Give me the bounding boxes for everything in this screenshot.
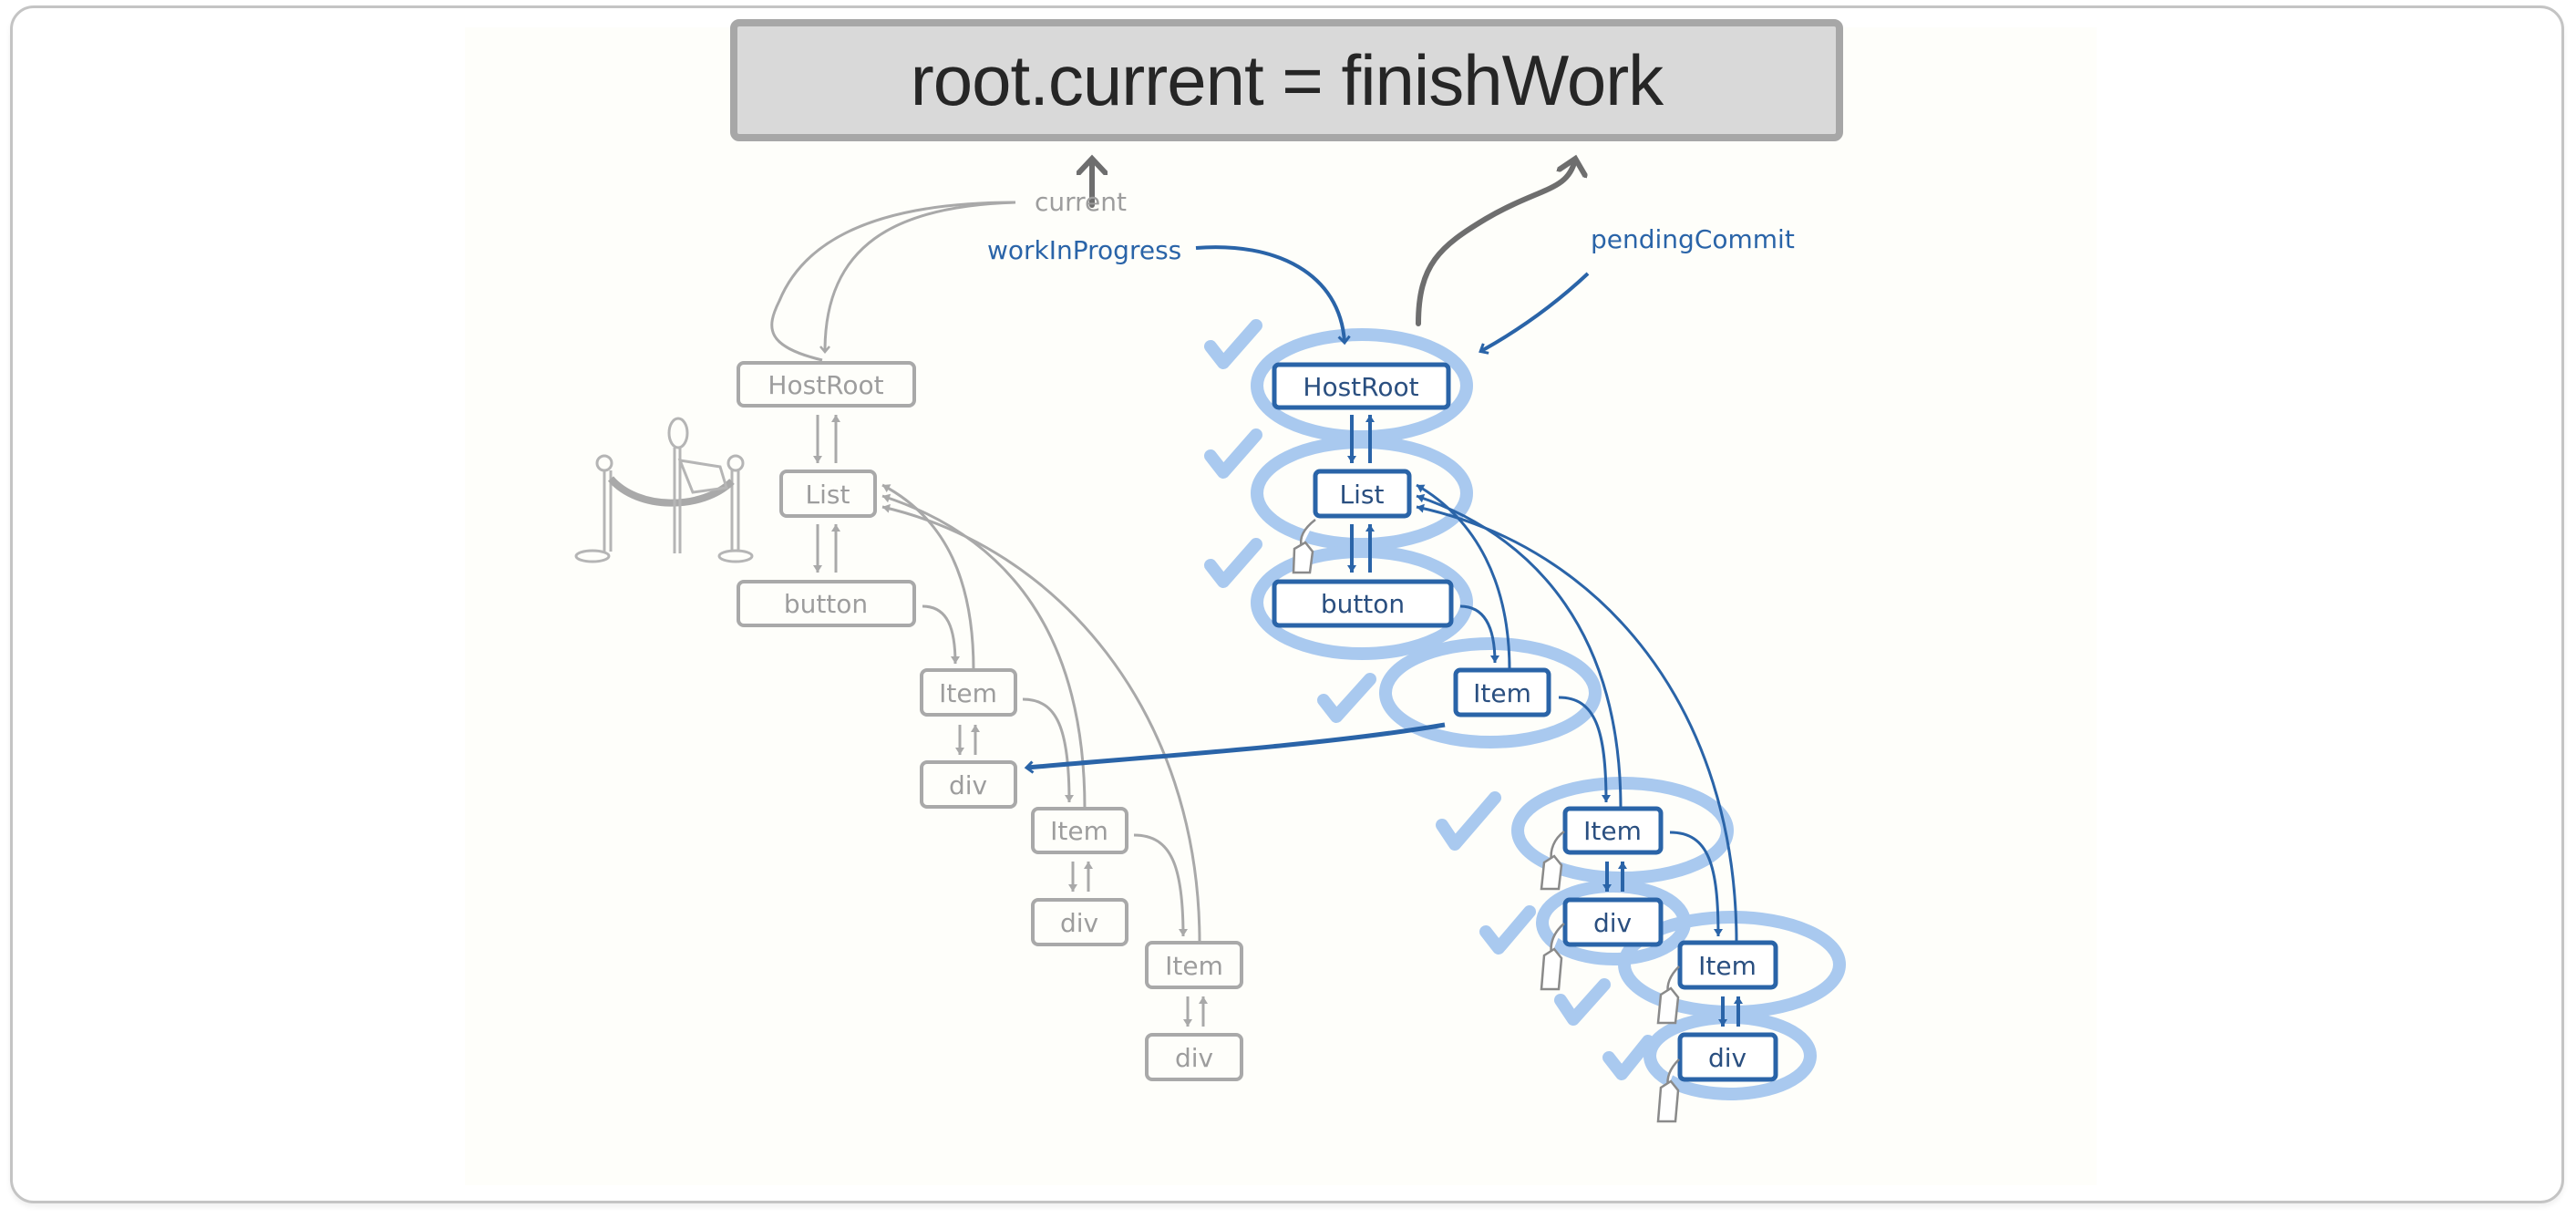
node-box <box>1677 1032 1778 1082</box>
node-box <box>1677 940 1778 990</box>
node-box <box>1145 941 1243 989</box>
node-label: div <box>1175 1043 1213 1073</box>
node-label: div <box>1593 908 1632 938</box>
title-text: root.current = finishWork <box>910 39 1664 120</box>
node-box <box>1031 898 1128 946</box>
sibling-arrow <box>1558 696 1611 803</box>
pending-to-title-arrow <box>1416 160 1575 326</box>
alternate-arrow <box>1027 722 1446 768</box>
current-pointer-arrow <box>819 201 1016 354</box>
node-box <box>1313 469 1412 519</box>
wip-node-boxes <box>1272 362 1778 1082</box>
node-label: div <box>1708 1043 1747 1073</box>
node-box <box>737 580 916 627</box>
node-box <box>779 470 877 518</box>
node-box <box>1562 897 1664 947</box>
check-marks <box>1204 319 1654 1080</box>
node-label: div <box>949 770 987 800</box>
check-icon <box>1204 538 1262 588</box>
current-label: current <box>1035 187 1127 217</box>
sibling-arrow <box>922 604 960 665</box>
node-label: Item <box>1165 951 1223 981</box>
check-icon <box>1602 1035 1654 1080</box>
check-icon <box>1204 428 1262 479</box>
sibling-arrow <box>1669 831 1723 937</box>
node-label: List <box>1340 480 1385 510</box>
finish-work-arrows <box>1092 160 1575 326</box>
current-tree <box>737 201 1243 1081</box>
node-box <box>737 361 916 408</box>
node-label: div <box>1060 908 1098 938</box>
effect-tags <box>1292 519 1680 1123</box>
node-box <box>1272 362 1451 410</box>
node-label: HostRoot <box>768 370 883 400</box>
check-icon <box>1479 905 1536 955</box>
node-label: Item <box>1050 816 1108 846</box>
node-label: button <box>784 589 868 619</box>
node-label: HostRoot <box>1303 372 1418 402</box>
return-arrow <box>881 483 975 671</box>
node-labels: current workInProgress pendingCommit Hos… <box>768 187 1794 1073</box>
return-arrow <box>1416 493 1623 810</box>
node-label: Item <box>1473 678 1531 708</box>
node-label: Item <box>939 678 997 708</box>
return-arrow <box>1416 503 1738 944</box>
highlight-ellipse <box>1643 1011 1817 1100</box>
check-icon <box>1436 791 1501 851</box>
work-in-progress-pointer-arrow <box>1195 245 1345 342</box>
check-icon <box>1317 673 1376 723</box>
work-in-progress-label: workInProgress <box>987 235 1181 265</box>
current-pointer-arrow <box>770 201 1016 362</box>
work-in-progress-tree <box>1027 245 1778 1082</box>
return-arrow <box>1416 483 1511 671</box>
sibling-arrow <box>1459 604 1499 664</box>
node-box <box>1562 806 1664 855</box>
sibling-arrow <box>1133 833 1188 937</box>
current-node-boxes <box>737 361 1243 1081</box>
check-icon <box>1204 319 1262 369</box>
return-arrow <box>881 503 1201 944</box>
node-label: List <box>806 480 850 510</box>
highlight-ellipse <box>1251 545 1473 660</box>
sibling-arrow <box>1022 697 1074 803</box>
node-box <box>920 760 1017 809</box>
node-label: Item <box>1698 951 1757 981</box>
pending-commit-pointer-arrow <box>1481 272 1590 351</box>
node-box <box>920 668 1017 717</box>
tag-icon <box>1656 986 1680 1025</box>
tag-icon <box>1656 1079 1680 1123</box>
node-label: button <box>1321 589 1405 619</box>
node-box <box>1031 807 1128 854</box>
check-icon <box>1554 978 1611 1026</box>
node-box <box>1272 579 1454 628</box>
node-box <box>1145 1033 1243 1081</box>
highlight-ellipse <box>1379 637 1602 748</box>
stick-figure-illustration <box>574 417 754 563</box>
pending-commit-label: pendingCommit <box>1591 224 1795 254</box>
node-label: Item <box>1583 816 1642 846</box>
tag-icon <box>1292 541 1314 574</box>
title-box: root.current = finishWork <box>730 19 1843 141</box>
node-box <box>1453 667 1551 717</box>
return-arrow <box>881 493 1087 810</box>
tag-icon <box>1540 947 1563 991</box>
highlight-ellipse <box>1251 436 1473 551</box>
tag-icon <box>1540 854 1563 891</box>
